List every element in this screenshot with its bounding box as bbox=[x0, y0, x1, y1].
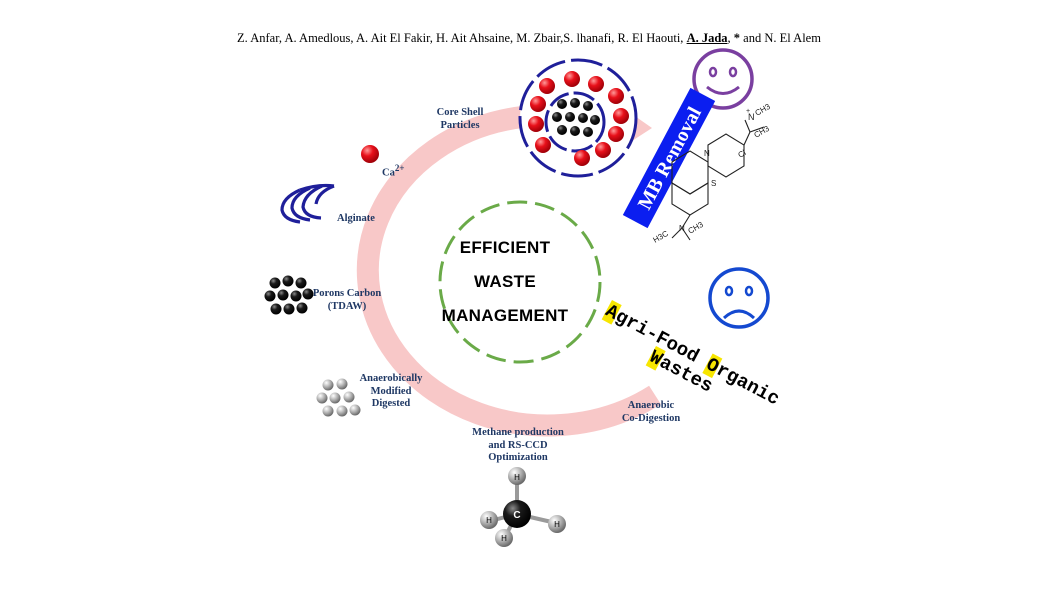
label-core-shell-line1: Core Shell bbox=[436, 107, 484, 118]
label-anaerobic-modified-line1: Anaerobically bbox=[359, 373, 423, 384]
mb-ch3-b: CH3 bbox=[753, 124, 772, 140]
sad-face-icon bbox=[708, 267, 770, 329]
author-list: Z. Anfar, A. Amedlous, A. Ait El Fakir, … bbox=[0, 31, 1058, 46]
label-anaerobic-modified-line2: Modified bbox=[370, 385, 412, 397]
label-anaerobic-modified: Anaerobically Modified Digested bbox=[355, 373, 427, 411]
mb-n-plus: + bbox=[746, 108, 750, 115]
porous-carbon-icon bbox=[264, 275, 314, 315]
mb-removal-label: MB Removal bbox=[634, 103, 707, 213]
label-porous-carbon-line1: Porons Carbon bbox=[312, 288, 382, 299]
label-methane: Methane production and RS-CCD Optimizati… bbox=[462, 427, 574, 465]
label-methane-line3: Optimization bbox=[488, 452, 548, 463]
label-calcium-base: Ca bbox=[382, 167, 395, 179]
mb-h3c: H3C bbox=[652, 229, 671, 245]
label-calcium: Ca2+ bbox=[382, 162, 404, 180]
label-alginate: Alginate bbox=[337, 213, 375, 224]
label-core-shell: Core Shell Particles bbox=[425, 107, 495, 132]
alginate-icon bbox=[280, 183, 335, 224]
mb-ch3-a: CH3 bbox=[754, 102, 773, 118]
label-codigestion: Anaerobic Co-Digestion bbox=[612, 400, 690, 425]
methane-h1-label: H bbox=[514, 473, 520, 482]
label-porous-carbon-line2: (TDAW) bbox=[327, 300, 367, 312]
author-list-comma: , bbox=[727, 31, 734, 45]
author-list-part-1: Z. Anfar, A. Amedlous, A. Ait El Fakir, … bbox=[237, 31, 687, 45]
label-codigestion-line2: Co-Digestion bbox=[621, 412, 681, 424]
dashed-circle bbox=[438, 200, 602, 364]
mb-cl: Cl bbox=[737, 148, 748, 160]
mb-n-top: N bbox=[748, 112, 755, 122]
author-asterisk: * bbox=[733, 31, 741, 45]
label-porous-carbon: Porons Carbon (TDAW) bbox=[305, 288, 389, 313]
mb-s-ring: S bbox=[711, 179, 716, 188]
center-title-line1: EFFICIENT bbox=[459, 238, 551, 257]
mb-n-bottom: N bbox=[679, 224, 685, 233]
happy-face-icon bbox=[692, 48, 754, 110]
label-core-shell-line2: Particles bbox=[440, 119, 480, 131]
methane-carbon-label: C bbox=[513, 510, 520, 521]
corresponding-author: A. Jada bbox=[686, 31, 728, 45]
methane-h2-label: H bbox=[486, 516, 492, 525]
label-calcium-sup: 2+ bbox=[394, 163, 405, 173]
center-title-line2: WASTE bbox=[474, 272, 536, 291]
methane-h3-label: H bbox=[554, 520, 560, 529]
author-list-part-3: and N. El Alem bbox=[740, 31, 821, 45]
label-codigestion-line1: Anaerobic bbox=[627, 400, 675, 411]
digested-particles-icon bbox=[316, 378, 361, 417]
label-methane-line2: and RS-CCD bbox=[488, 439, 548, 451]
label-methane-line1: Methane production bbox=[472, 427, 564, 438]
methane-molecule-icon: C H H H H bbox=[480, 467, 566, 547]
methane-h4-label: H bbox=[501, 534, 507, 543]
label-anaerobic-modified-line3: Digested bbox=[371, 398, 411, 409]
center-title-line3: MANAGEMENT bbox=[441, 306, 569, 325]
mb-n-ring: N bbox=[704, 149, 710, 158]
mb-ch3-c: CH3 bbox=[687, 220, 706, 236]
calcium-sphere-icon bbox=[361, 145, 379, 163]
core-shell-particle-icon bbox=[518, 58, 638, 178]
